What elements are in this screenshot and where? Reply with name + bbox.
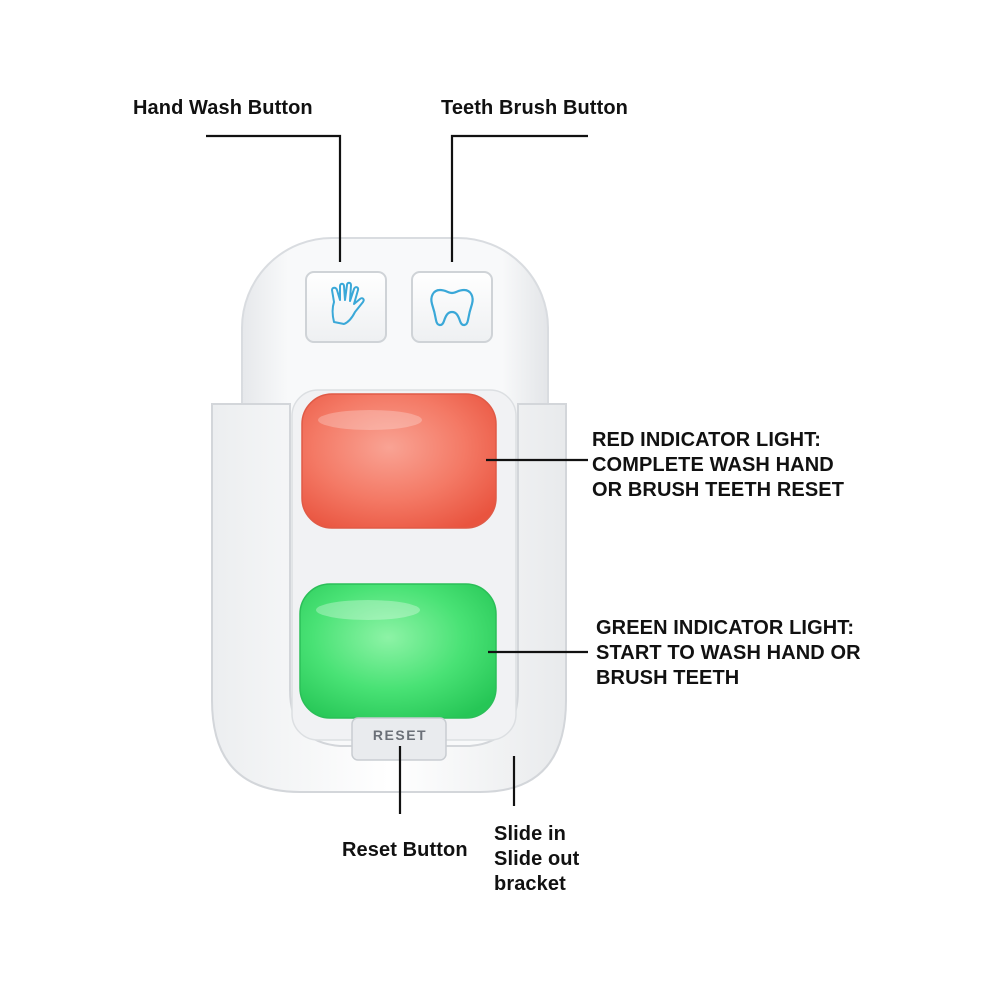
teeth-brush-label: Teeth Brush Button <box>441 97 628 119</box>
red-light-label-line: OR BRUSH TEETH RESET <box>592 479 845 501</box>
reset-button-label: RESET <box>373 727 427 743</box>
green-light-label-line: BRUSH TEETH <box>596 667 740 689</box>
red-light-label-line: RED INDICATOR LIGHT: <box>592 429 822 451</box>
red-light-highlight <box>318 410 422 430</box>
hand-wash-label: Hand Wash Button <box>133 97 313 119</box>
green-light-label-line: GREEN INDICATOR LIGHT: <box>596 617 855 639</box>
red-light-label: RED INDICATOR LIGHT: COMPLETE WASH HAND … <box>592 428 844 503</box>
hand-wash-callout <box>206 134 342 262</box>
teeth-brush-callout <box>450 134 588 262</box>
green-light-highlight <box>316 600 420 620</box>
hand-icon <box>331 281 365 325</box>
hand-wash-button[interactable] <box>305 271 387 343</box>
teeth-brush-button[interactable] <box>411 271 493 343</box>
tooth-icon <box>430 288 474 327</box>
green-light-label-line: START TO WASH HAND OR <box>596 642 861 664</box>
slide-bracket-label-line: bracket <box>494 873 566 895</box>
slide-bracket-label-line: Slide out <box>494 848 580 870</box>
callout-lines <box>206 134 588 814</box>
slide-bracket-label-line: Slide in <box>494 823 566 845</box>
red-light-label-line: COMPLETE WASH HAND <box>592 454 834 476</box>
slide-bracket-label: Slide in Slide out bracket <box>494 822 579 897</box>
green-light-label: GREEN INDICATOR LIGHT: START TO WASH HAN… <box>596 616 861 691</box>
reset-button-text: Reset Button <box>342 839 468 861</box>
